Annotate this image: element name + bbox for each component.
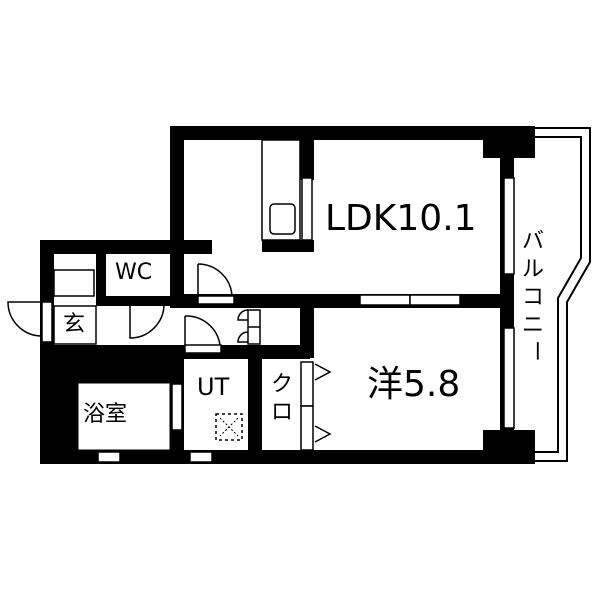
balcony-outline [535, 127, 591, 462]
room-label-balcony: バ ル コ ニ ー [521, 228, 548, 362]
bathtub-edge [77, 382, 171, 451]
room-label-closet-2: ロ [271, 400, 294, 425]
balcony-char: コ [521, 285, 544, 310]
balcony-char: ニ [521, 313, 544, 338]
balcony-char: ル [521, 257, 544, 282]
room-label-ldk: LDK10.1 [325, 198, 477, 239]
washing-machine-pan [215, 413, 243, 441]
room-label-bath: 浴室 [83, 402, 128, 427]
drain-icon [219, 417, 239, 437]
kitchen-counter [261, 139, 301, 241]
windows [41, 177, 515, 463]
room-label-wc: WC [115, 260, 153, 285]
balcony-char: ー [523, 340, 548, 362]
room-label-closet-1: ク [271, 372, 294, 397]
room-label-western: 洋5.8 [367, 364, 461, 405]
room-label-entrance: 玄 [63, 312, 86, 337]
room-label-utility: UT [197, 373, 230, 401]
entrance-fixtures [53, 269, 97, 345]
balcony-char: バ [521, 229, 544, 254]
